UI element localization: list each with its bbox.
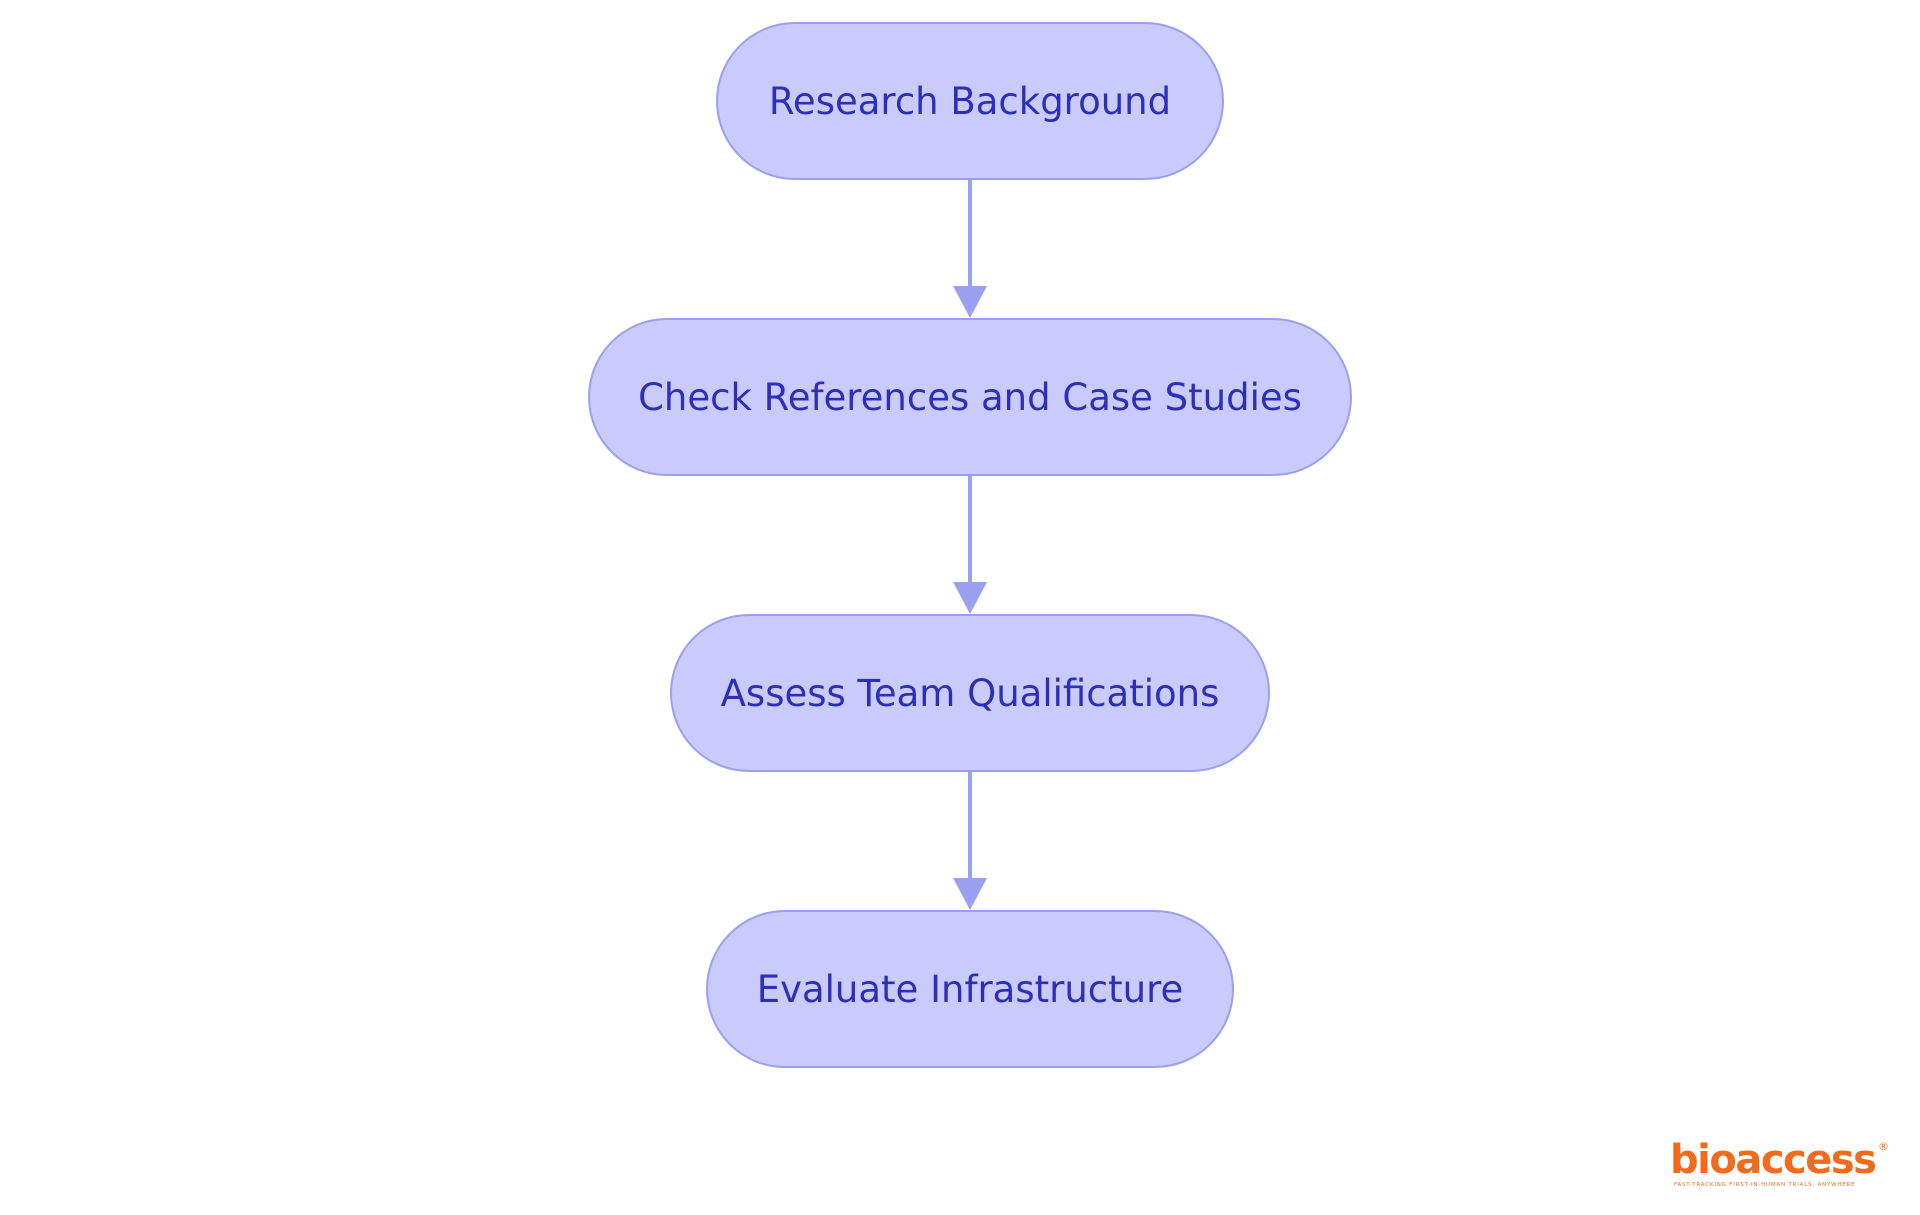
arrowhead-icon <box>953 582 987 614</box>
bioaccess-logo: bioaccess ® FAST-TRACKING FIRST-IN-HUMAN… <box>1670 1138 1890 1190</box>
registered-mark: ® <box>1878 1140 1889 1153</box>
node-evaluate-infrastructure: Evaluate Infrastructure <box>706 910 1234 1068</box>
edge-2-3 <box>953 476 987 614</box>
node-label: Assess Team Qualifications <box>720 671 1220 715</box>
edge-3-4 <box>953 772 987 910</box>
edge-1-2 <box>953 180 987 318</box>
arrowhead-icon <box>953 286 987 318</box>
node-check-references: Check References and Case Studies <box>588 318 1352 476</box>
node-research-background: Research Background <box>716 22 1224 180</box>
logo-tagline: FAST-TRACKING FIRST-IN-HUMAN TRIALS, ANY… <box>1674 1182 1856 1188</box>
arrowhead-icon <box>953 878 987 910</box>
logo-wordmark: bioaccess <box>1670 1137 1877 1183</box>
node-label: Check References and Case Studies <box>638 375 1302 419</box>
node-assess-team: Assess Team Qualifications <box>670 614 1270 772</box>
node-label: Research Background <box>768 79 1172 123</box>
node-label: Evaluate Infrastructure <box>756 967 1184 1011</box>
